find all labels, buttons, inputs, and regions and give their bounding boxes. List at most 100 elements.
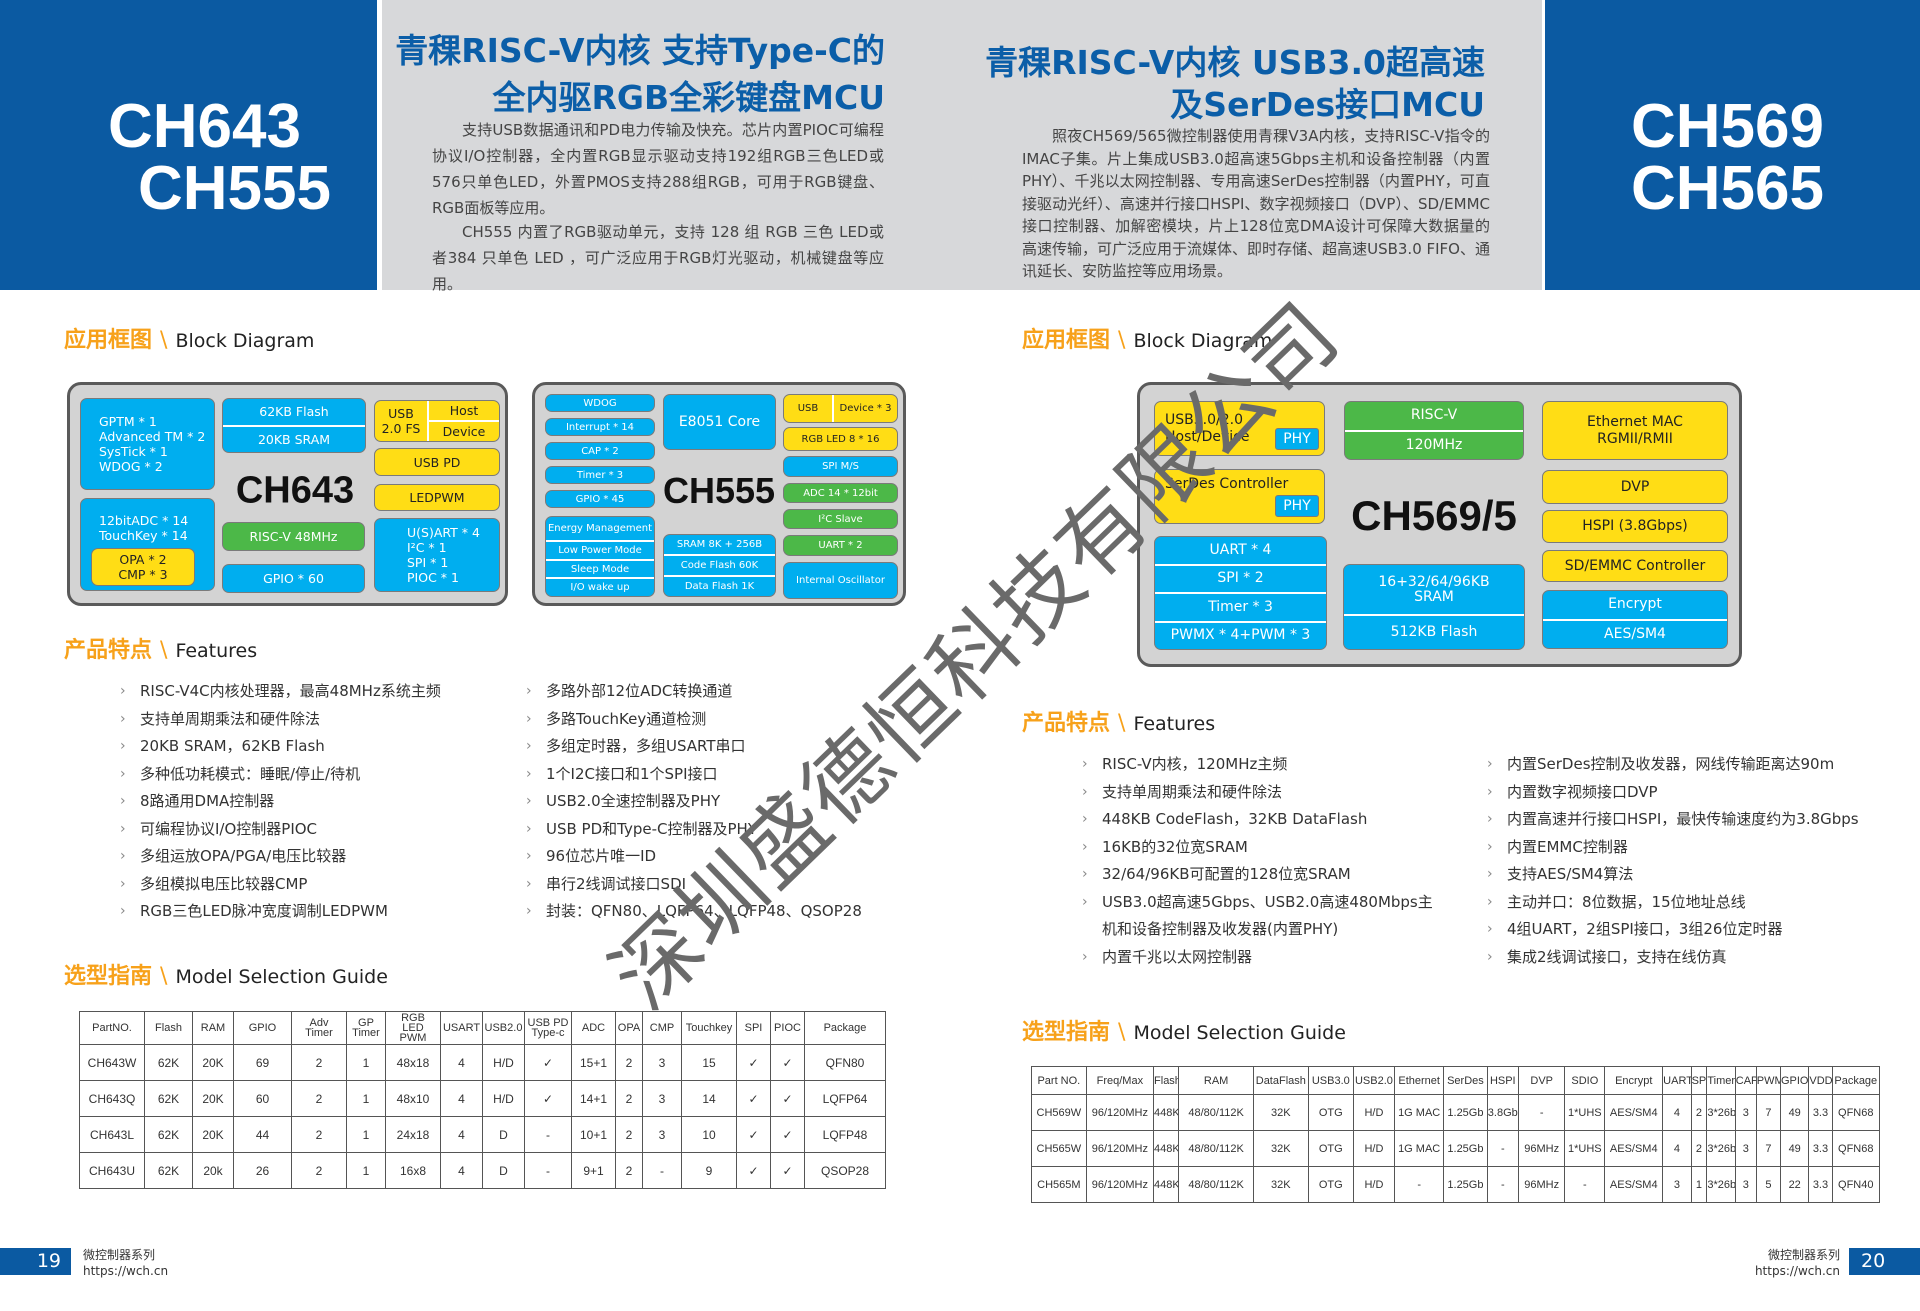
peripherals-block: UART * 4 SPI * 2 Timer * 3 PWMX * 4+PWM … xyxy=(1154,536,1327,650)
table-cell: CH565M xyxy=(1031,1166,1087,1203)
feature-text: 4组UART，2组SPI接口，3组26位定时器 xyxy=(1507,920,1783,938)
usb-block: USB 2.0 FS Host Device xyxy=(374,400,500,442)
table-cell: 15 xyxy=(681,1044,737,1081)
feature-item: ›多组模拟电压比较器CMP xyxy=(120,871,441,899)
chevron-right-icon: › xyxy=(1487,921,1493,937)
table-cell: - xyxy=(524,1152,572,1189)
table-cell: 3*26b xyxy=(1706,1130,1736,1167)
table-cell: 20K xyxy=(192,1116,234,1153)
chevron-right-icon: › xyxy=(1487,838,1493,855)
table-cell: 26 xyxy=(233,1152,292,1189)
column-header: VDD xyxy=(1808,1066,1833,1095)
table-cell: 2 xyxy=(291,1152,347,1189)
memory-block: 62KB Flash 20KB SRAM xyxy=(222,398,366,453)
table-cell: 3 xyxy=(642,1044,682,1081)
table-cell: CH565W xyxy=(1031,1130,1087,1167)
column-header: Freq/Max xyxy=(1085,1066,1155,1095)
table-cell: 448K xyxy=(1153,1094,1180,1131)
feature-item: ›内置EMMC控制器 xyxy=(1487,834,1859,862)
block-label: 120MHz xyxy=(1345,429,1523,460)
table-cell: 15+1 xyxy=(571,1044,616,1081)
ledpwm-block: LEDPWM xyxy=(374,484,500,511)
column-header: Flash xyxy=(144,1011,193,1045)
feature-item: ›内置千兆以太网控制器 xyxy=(1082,944,1433,972)
left-model-banner: CH643 CH555 xyxy=(0,0,377,290)
feature-text: 多路TouchKey通道检测 xyxy=(546,709,707,728)
column-header: GPIO xyxy=(1779,1066,1810,1095)
column-header: Part NO. xyxy=(1031,1066,1087,1095)
table-cell: - xyxy=(524,1116,572,1153)
chevron-right-icon: › xyxy=(526,738,532,754)
table-cell: CH643W xyxy=(79,1044,145,1081)
table-cell: 16x8 xyxy=(385,1152,441,1189)
model-guide-heading: 选型指南\Model Selection Guide xyxy=(1022,1014,1346,1046)
chevron-right-icon: › xyxy=(526,793,532,809)
features-heading: 产品特点\Features xyxy=(64,632,257,664)
block-label: Energy Management xyxy=(547,523,653,535)
table-cell: 69 xyxy=(233,1044,292,1081)
column-header: RAM xyxy=(1178,1066,1254,1095)
table-cell: 20K xyxy=(192,1044,234,1081)
heading-separator: \ xyxy=(160,964,168,989)
table-cell: 96/120MHz xyxy=(1085,1094,1155,1131)
table-cell: 2 xyxy=(291,1116,347,1153)
table-cell: 4 xyxy=(1662,1130,1692,1167)
table-cell: AES/SM4 xyxy=(1604,1130,1664,1167)
table-cell: 3 xyxy=(642,1116,682,1153)
cap-block: CAP * 2 xyxy=(545,442,655,460)
heading-cn: 产品特点 xyxy=(64,638,153,663)
feature-item: 机和设备控制器及收发器(内置PHY) xyxy=(1082,916,1433,944)
chevron-right-icon: › xyxy=(526,903,532,919)
column-header: HSPI xyxy=(1486,1066,1520,1095)
footer-url[interactable]: https://wch.cn xyxy=(83,1264,169,1278)
encrypt-block: Encrypt AES/SM4 xyxy=(1542,590,1728,649)
feature-item: ›RISC-V4C内核处理器，最高48MHz系统主频 xyxy=(120,678,441,706)
column-header: USB PD Type-c xyxy=(524,1011,572,1045)
table-cell: - xyxy=(1518,1094,1566,1131)
feature-item: ›RISC-V内核，120MHz主频 xyxy=(1082,751,1433,779)
column-header: DVP xyxy=(1518,1066,1566,1095)
table-cell: OTG xyxy=(1307,1094,1354,1131)
table-cell: 1 xyxy=(346,1080,386,1117)
block-label: I²C * 1 xyxy=(407,540,447,555)
feature-text: 内置数字视频接口DVP xyxy=(1507,782,1658,801)
table-cell: ✓ xyxy=(770,1044,805,1081)
feature-text: USB3.0超高速5Gbps、USB2.0高速480Mbps主 xyxy=(1102,892,1433,911)
footer-url[interactable]: https://wch.cn xyxy=(1754,1264,1840,1278)
table-cell: ✓ xyxy=(736,1080,771,1117)
feature-text: 机和设备控制器及收发器(内置PHY) xyxy=(1102,920,1339,938)
feature-text: 448KB CodeFlash，32KB DataFlash xyxy=(1102,810,1368,828)
table-cell: D xyxy=(482,1116,525,1153)
left-title-line-2: 全内驱RGB全彩键盘MCU xyxy=(492,78,885,117)
table-cell: 448K xyxy=(1153,1166,1180,1203)
chevron-right-icon: › xyxy=(1487,948,1493,965)
block-label: OPA * 2 xyxy=(119,552,167,567)
table-cell: 4 xyxy=(440,1080,483,1117)
column-header: Package xyxy=(804,1011,886,1045)
column-header: Ethernet xyxy=(1393,1066,1445,1095)
table-cell: 62K xyxy=(144,1152,193,1189)
heading-cn: 选型指南 xyxy=(1022,1020,1111,1045)
table-cell: 14+1 xyxy=(571,1080,616,1117)
right-features-col1: ›RISC-V内核，120MHz主频›支持单周期乘法和硬件除法›448KB Co… xyxy=(1082,751,1433,971)
chevron-right-icon: › xyxy=(1487,783,1493,800)
chevron-right-icon: › xyxy=(526,683,532,699)
right-features-col2: ›内置SerDes控制及收发器，网线传输距离达90m › 内置数字视频接口DVP ›内… xyxy=(1487,751,1859,971)
chevron-right-icon: › xyxy=(120,710,126,727)
table-cell: 9 xyxy=(681,1152,737,1189)
hspi-block: HSPI (3.8Gbps) xyxy=(1542,510,1728,543)
feature-item: ›内置SerDes控制及收发器，网线传输距离达90m xyxy=(1487,751,1859,779)
table-cell: 10 xyxy=(681,1116,737,1153)
left-title-line-1: 青稞RISC-V内核 支持Type-C的 xyxy=(395,31,885,70)
table-cell: 22 xyxy=(1779,1166,1810,1203)
feature-item: ›USB PD和Type-C控制器及PHY xyxy=(526,816,862,844)
feature-text: 8路通用DMA控制器 xyxy=(140,792,275,810)
chevron-right-icon: › xyxy=(120,738,126,754)
column-header: SDIO xyxy=(1564,1066,1606,1095)
table-cell: ✓ xyxy=(524,1080,572,1117)
core-block: RISC-V 120MHz xyxy=(1344,401,1524,460)
